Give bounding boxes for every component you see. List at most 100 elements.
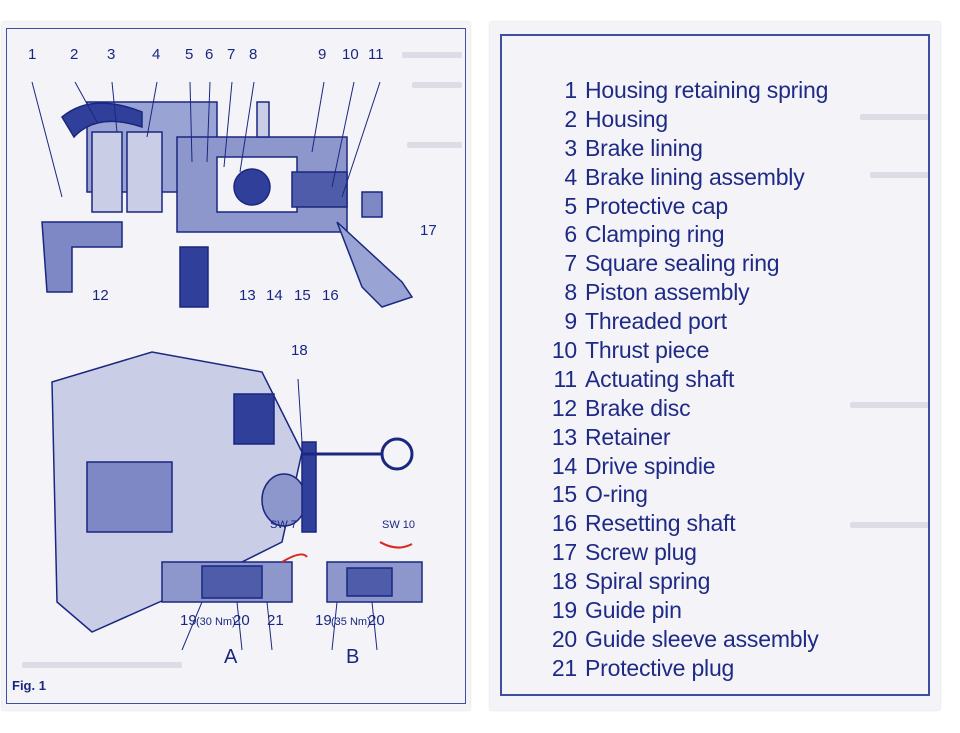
part-number: 14 bbox=[551, 452, 577, 479]
part-name: O-ring bbox=[585, 481, 648, 508]
part-row: 14 Drive spindie bbox=[532, 452, 828, 481]
part-row: 9 Threaded port bbox=[532, 307, 828, 336]
callout-4: 4 bbox=[152, 46, 161, 63]
part-row: 17 Screw plug bbox=[532, 538, 828, 567]
part-row: 13 Retainer bbox=[532, 423, 828, 452]
callout-19-a: 19 bbox=[180, 612, 197, 629]
view-label-b: B bbox=[346, 646, 360, 668]
part-row: 4 Brake lining assembly bbox=[532, 163, 828, 192]
caliper-section-top bbox=[41, 101, 414, 308]
part-name: Protective cap bbox=[585, 192, 728, 219]
part-name: Guide pin bbox=[585, 596, 682, 623]
part-number: 2 bbox=[564, 105, 577, 132]
part-row: 12 Brake disc bbox=[532, 394, 828, 423]
callout-9: 9 bbox=[318, 46, 327, 63]
part-name: Brake lining assembly bbox=[585, 163, 805, 190]
part-number: 16 bbox=[551, 510, 577, 537]
leader-lines-top bbox=[31, 81, 381, 198]
callout-2: 2 bbox=[70, 46, 79, 63]
part-name: Spiral spring bbox=[585, 568, 711, 595]
part-number: 4 bbox=[564, 163, 577, 190]
torque-mark-b bbox=[379, 541, 413, 549]
torque-label-a: SW 7 bbox=[270, 519, 297, 531]
part-number: 12 bbox=[551, 394, 577, 421]
part-number: 15 bbox=[551, 481, 577, 508]
callout-18: 18 bbox=[291, 342, 308, 359]
callout-14: 14 bbox=[266, 287, 283, 304]
part-number: 5 bbox=[564, 192, 577, 219]
torque-label-b: SW 10 bbox=[382, 519, 416, 531]
callout-19-b: 19 bbox=[315, 612, 332, 629]
callout-20-a: 20 bbox=[233, 612, 250, 629]
callout-16: 16 bbox=[322, 287, 339, 304]
part-row: 5 Protective cap bbox=[532, 192, 828, 221]
callout-8: 8 bbox=[249, 46, 258, 63]
torque-value-a: (30 Nm) bbox=[196, 616, 236, 628]
callout-3: 3 bbox=[107, 46, 116, 63]
part-name: Brake disc bbox=[585, 394, 691, 421]
part-row: 20 Guide sleeve assembly bbox=[532, 625, 828, 654]
part-row: 8 Piston assembly bbox=[532, 278, 828, 307]
diagram-frame bbox=[6, 28, 466, 704]
part-row: 1 Housing retaining spring bbox=[532, 76, 828, 105]
callout-10: 10 bbox=[342, 46, 359, 63]
callout-1: 1 bbox=[28, 46, 37, 63]
part-number: 9 bbox=[564, 308, 577, 335]
part-name: Thrust piece bbox=[585, 336, 710, 363]
part-name: Screw plug bbox=[585, 539, 697, 566]
part-name: Drive spindie bbox=[585, 452, 716, 479]
part-row: 19 Guide pin bbox=[532, 596, 828, 625]
part-name: Housing retaining spring bbox=[585, 76, 829, 103]
part-number: 13 bbox=[551, 423, 577, 450]
part-number: 6 bbox=[564, 221, 577, 248]
view-label-a: A bbox=[224, 646, 238, 668]
part-name: Brake lining bbox=[585, 134, 703, 161]
part-number: 8 bbox=[564, 279, 577, 306]
callout-20-b: 20 bbox=[368, 612, 385, 629]
callout-17: 17 bbox=[420, 222, 437, 239]
caliper-diagram bbox=[31, 81, 423, 651]
part-row: 16 Resetting shaft bbox=[532, 509, 828, 538]
part-number: 20 bbox=[551, 625, 577, 652]
part-row: 21 Protective plug bbox=[532, 654, 828, 683]
part-number: 17 bbox=[551, 539, 577, 566]
part-number: 21 bbox=[551, 654, 577, 681]
part-name: Resetting shaft bbox=[585, 510, 736, 537]
callout-13: 13 bbox=[239, 287, 256, 304]
part-row: 11 Actuating shaft bbox=[532, 365, 828, 394]
callout-21-a: 21 bbox=[267, 612, 284, 629]
part-number: 10 bbox=[551, 336, 577, 363]
part-name: Retainer bbox=[585, 423, 671, 450]
part-number: 1 bbox=[564, 76, 577, 103]
torque-value-b: (35 Nm) bbox=[331, 616, 371, 628]
diagram-panel: 1 2 3 4 5 6 7 8 9 10 11 17 12 13 14 15 1… bbox=[2, 22, 470, 710]
caliper-plan-bottom bbox=[51, 351, 423, 633]
part-name: Piston assembly bbox=[585, 279, 750, 306]
figure-label: Fig. 1 bbox=[12, 678, 46, 693]
part-row: 3 Brake lining bbox=[532, 134, 828, 163]
callout-6: 6 bbox=[205, 46, 214, 63]
part-row: 7 Square sealing ring bbox=[532, 249, 828, 278]
part-name: Guide sleeve assembly bbox=[585, 625, 819, 652]
callout-5: 5 bbox=[185, 46, 194, 63]
part-number: 7 bbox=[564, 250, 577, 277]
torque-mark-a bbox=[281, 553, 308, 563]
part-number: 11 bbox=[553, 365, 578, 392]
part-name: Protective plug bbox=[585, 654, 735, 681]
callout-11: 11 bbox=[368, 46, 384, 63]
part-row: 15 O-ring bbox=[532, 480, 828, 509]
part-row: 10 Thrust piece bbox=[532, 336, 828, 365]
part-name: Housing bbox=[585, 105, 668, 132]
part-name: Threaded port bbox=[585, 308, 727, 335]
part-number: 3 bbox=[564, 134, 577, 161]
part-name: Square sealing ring bbox=[585, 250, 780, 277]
part-row: 2 Housing bbox=[532, 105, 828, 134]
part-name: Actuating shaft bbox=[585, 365, 735, 392]
part-number: 19 bbox=[551, 596, 577, 623]
callout-12: 12 bbox=[92, 287, 109, 304]
